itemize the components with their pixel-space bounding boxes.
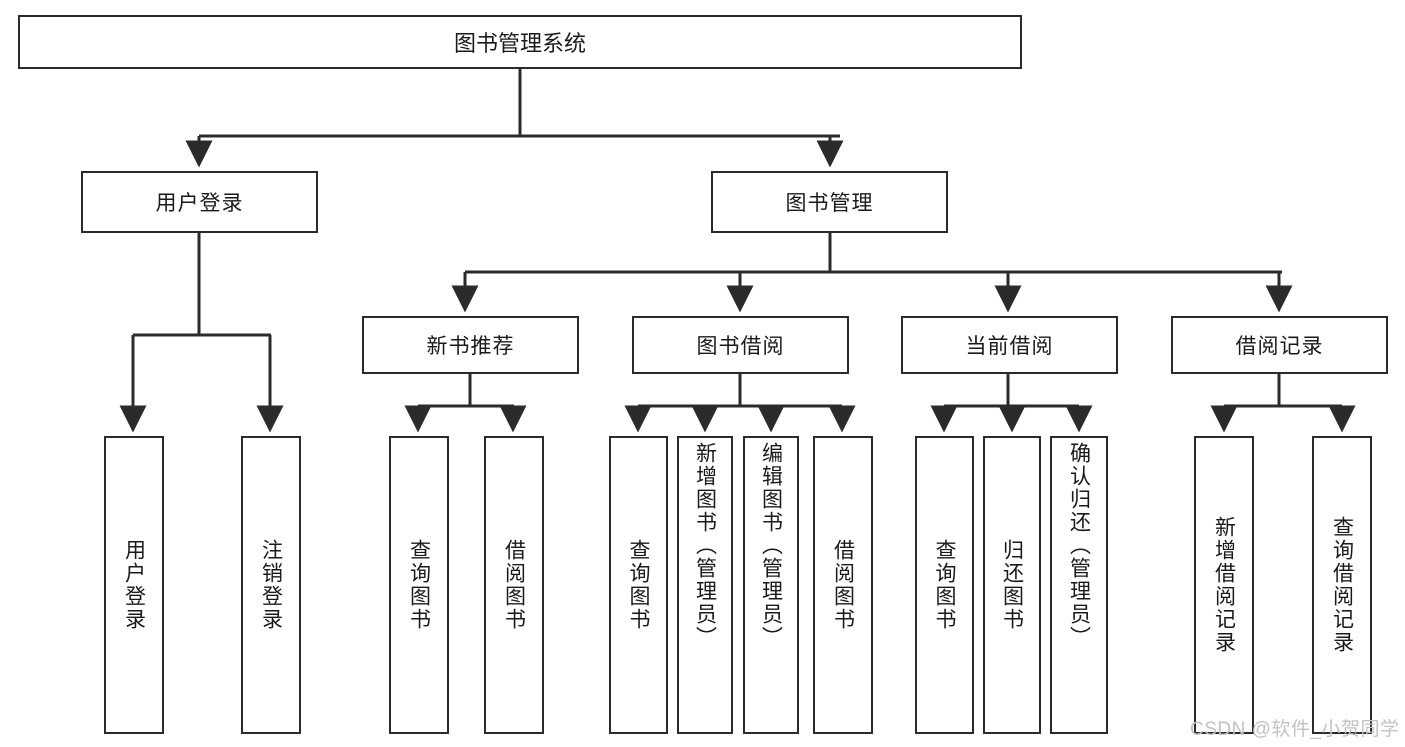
leaf-logout[interactable]: 注销登录 xyxy=(241,436,301,734)
leaf-label: 用户登录 xyxy=(122,539,146,631)
leaf-query-book-recommend[interactable]: 查询图书 xyxy=(389,436,449,734)
leaf-label: 借阅图书 xyxy=(831,539,855,631)
leaf-borrow-book[interactable]: 借阅图书 xyxy=(813,436,873,734)
node-current-borrow-label: 当前借阅 xyxy=(965,335,1054,358)
node-new-book-recommend-label: 新书推荐 xyxy=(426,335,515,358)
node-user-login-label: 用户登录 xyxy=(155,192,244,215)
node-root[interactable]: 图书管理系统 xyxy=(18,15,1022,69)
leaf-label: 新增借阅记录 xyxy=(1212,516,1236,654)
csdn-watermark: CSDN @软件_小贺同学 xyxy=(1190,719,1400,740)
leaf-label: 注销登录 xyxy=(259,539,283,631)
node-root-label: 图书管理系统 xyxy=(453,31,586,56)
node-current-borrow[interactable]: 当前借阅 xyxy=(901,316,1118,374)
leaf-label: 编辑图书（管理员） xyxy=(759,442,783,649)
leaf-edit-book-admin[interactable]: 编辑图书（管理员） xyxy=(743,436,799,734)
node-new-book-recommend[interactable]: 新书推荐 xyxy=(362,316,579,374)
leaf-label: 确认归还（管理员） xyxy=(1067,442,1091,649)
node-borrow-record[interactable]: 借阅记录 xyxy=(1171,316,1388,374)
node-book-management-label: 图书管理 xyxy=(785,192,874,215)
node-user-login[interactable]: 用户登录 xyxy=(81,171,318,233)
leaf-borrow-book-recommend[interactable]: 借阅图书 xyxy=(484,436,544,734)
leaf-user-login[interactable]: 用户登录 xyxy=(104,436,164,734)
leaf-add-borrow-record[interactable]: 新增借阅记录 xyxy=(1194,436,1254,734)
leaf-return-book[interactable]: 归还图书 xyxy=(983,436,1041,734)
leaf-add-book-admin[interactable]: 新增图书（管理员） xyxy=(677,436,733,734)
node-borrow-record-label: 借阅记录 xyxy=(1235,335,1324,358)
leaf-label: 查询图书 xyxy=(627,539,650,631)
leaf-confirm-return-admin[interactable]: 确认归还（管理员） xyxy=(1050,436,1108,734)
leaf-label: 借阅图书 xyxy=(502,539,526,631)
leaf-label: 查询图书 xyxy=(407,539,431,631)
leaf-label: 查询借阅记录 xyxy=(1330,516,1354,654)
leaf-query-book-current[interactable]: 查询图书 xyxy=(915,436,974,734)
leaf-query-book-borrow[interactable]: 查询图书 xyxy=(609,436,668,734)
leaf-label: 查询图书 xyxy=(933,539,956,631)
node-book-borrow[interactable]: 图书借阅 xyxy=(632,316,849,374)
leaf-label: 新增图书（管理员） xyxy=(693,442,717,649)
leaf-query-borrow-record[interactable]: 查询借阅记录 xyxy=(1312,436,1372,734)
leaf-label: 归还图书 xyxy=(1000,539,1024,631)
node-book-management[interactable]: 图书管理 xyxy=(711,171,948,233)
node-book-borrow-label: 图书借阅 xyxy=(696,335,785,358)
